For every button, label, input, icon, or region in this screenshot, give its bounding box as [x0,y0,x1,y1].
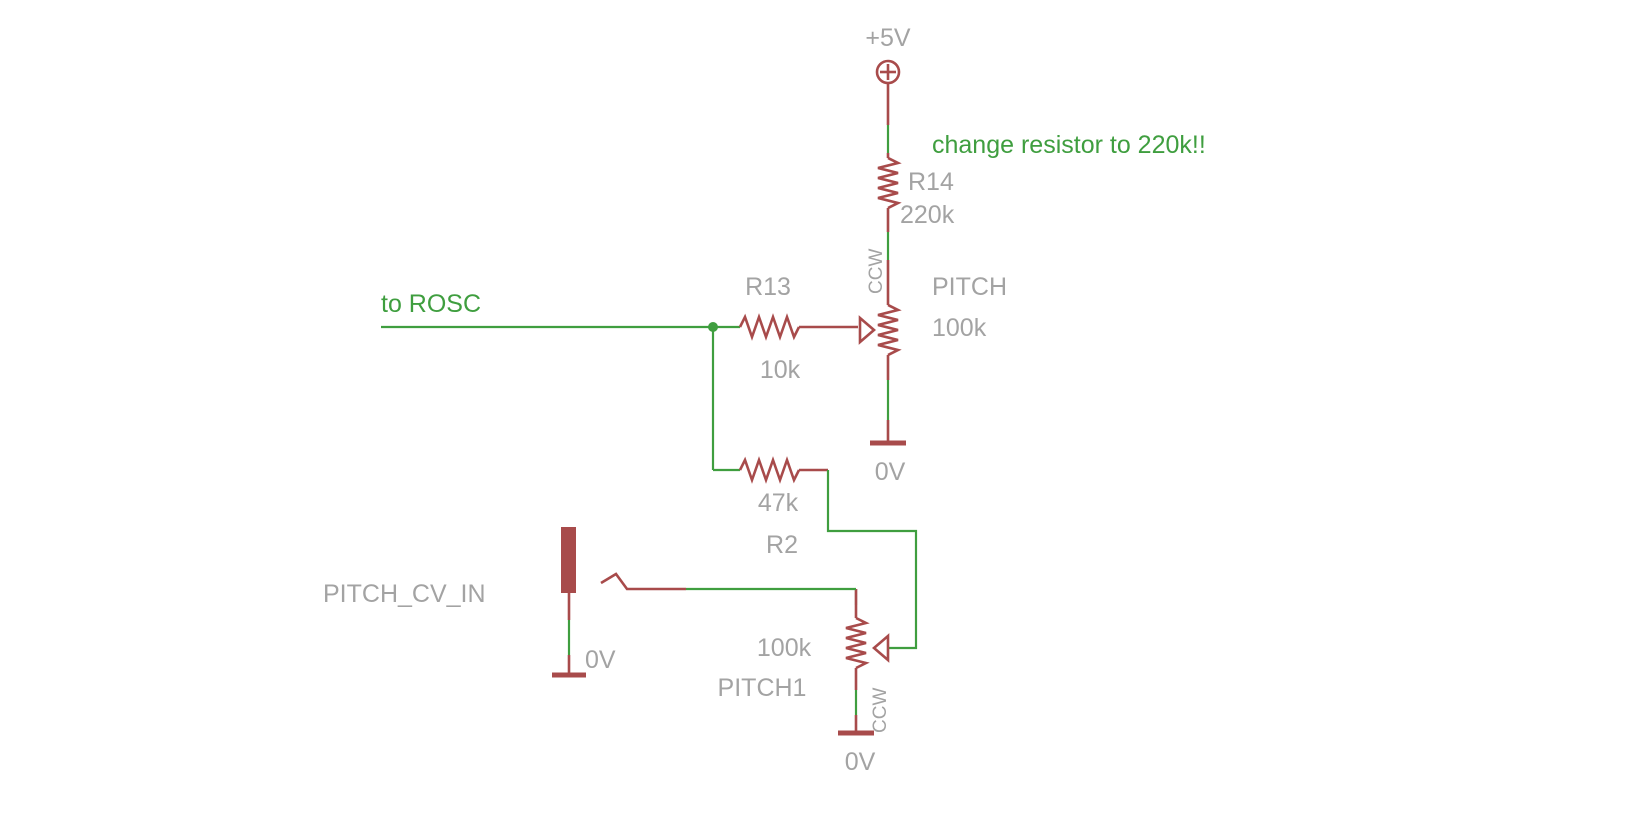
r14-value: 220k [900,201,955,229]
pitch1-ccw-label: CCW [870,688,891,733]
supply-plus-icon [875,59,901,125]
change-note: change resistor to 220k!! [932,131,1206,159]
r13-value: 10k [760,356,801,384]
pitch1-value: 100k [757,634,812,662]
r13-resistor [738,313,858,341]
r2-value: 47k [758,489,799,517]
r14-resistor [877,125,902,232]
pitch-ground-label: 0V [875,458,906,486]
jack-icon [561,527,686,620]
pitch-name: PITCH [932,273,1007,301]
pitch1-potentiometer [845,616,890,690]
r2-name: R2 [766,531,798,559]
pitch1-ground-label: 0V [845,748,876,776]
r14-name: R14 [908,168,954,196]
r2-resistor [738,456,828,484]
pitch1-name: PITCH1 [718,674,807,702]
supply-label: +5V [865,24,911,52]
jack-name: PITCH_CV_IN [323,580,486,608]
pitch-ccw-label: CCW [866,249,887,294]
net-label-rosc: to ROSC [381,290,481,318]
jack-ground-label: 0V [585,646,616,674]
pitch-value: 100k [932,314,987,342]
r13-name: R13 [745,273,791,301]
pitch-potentiometer [858,303,902,380]
